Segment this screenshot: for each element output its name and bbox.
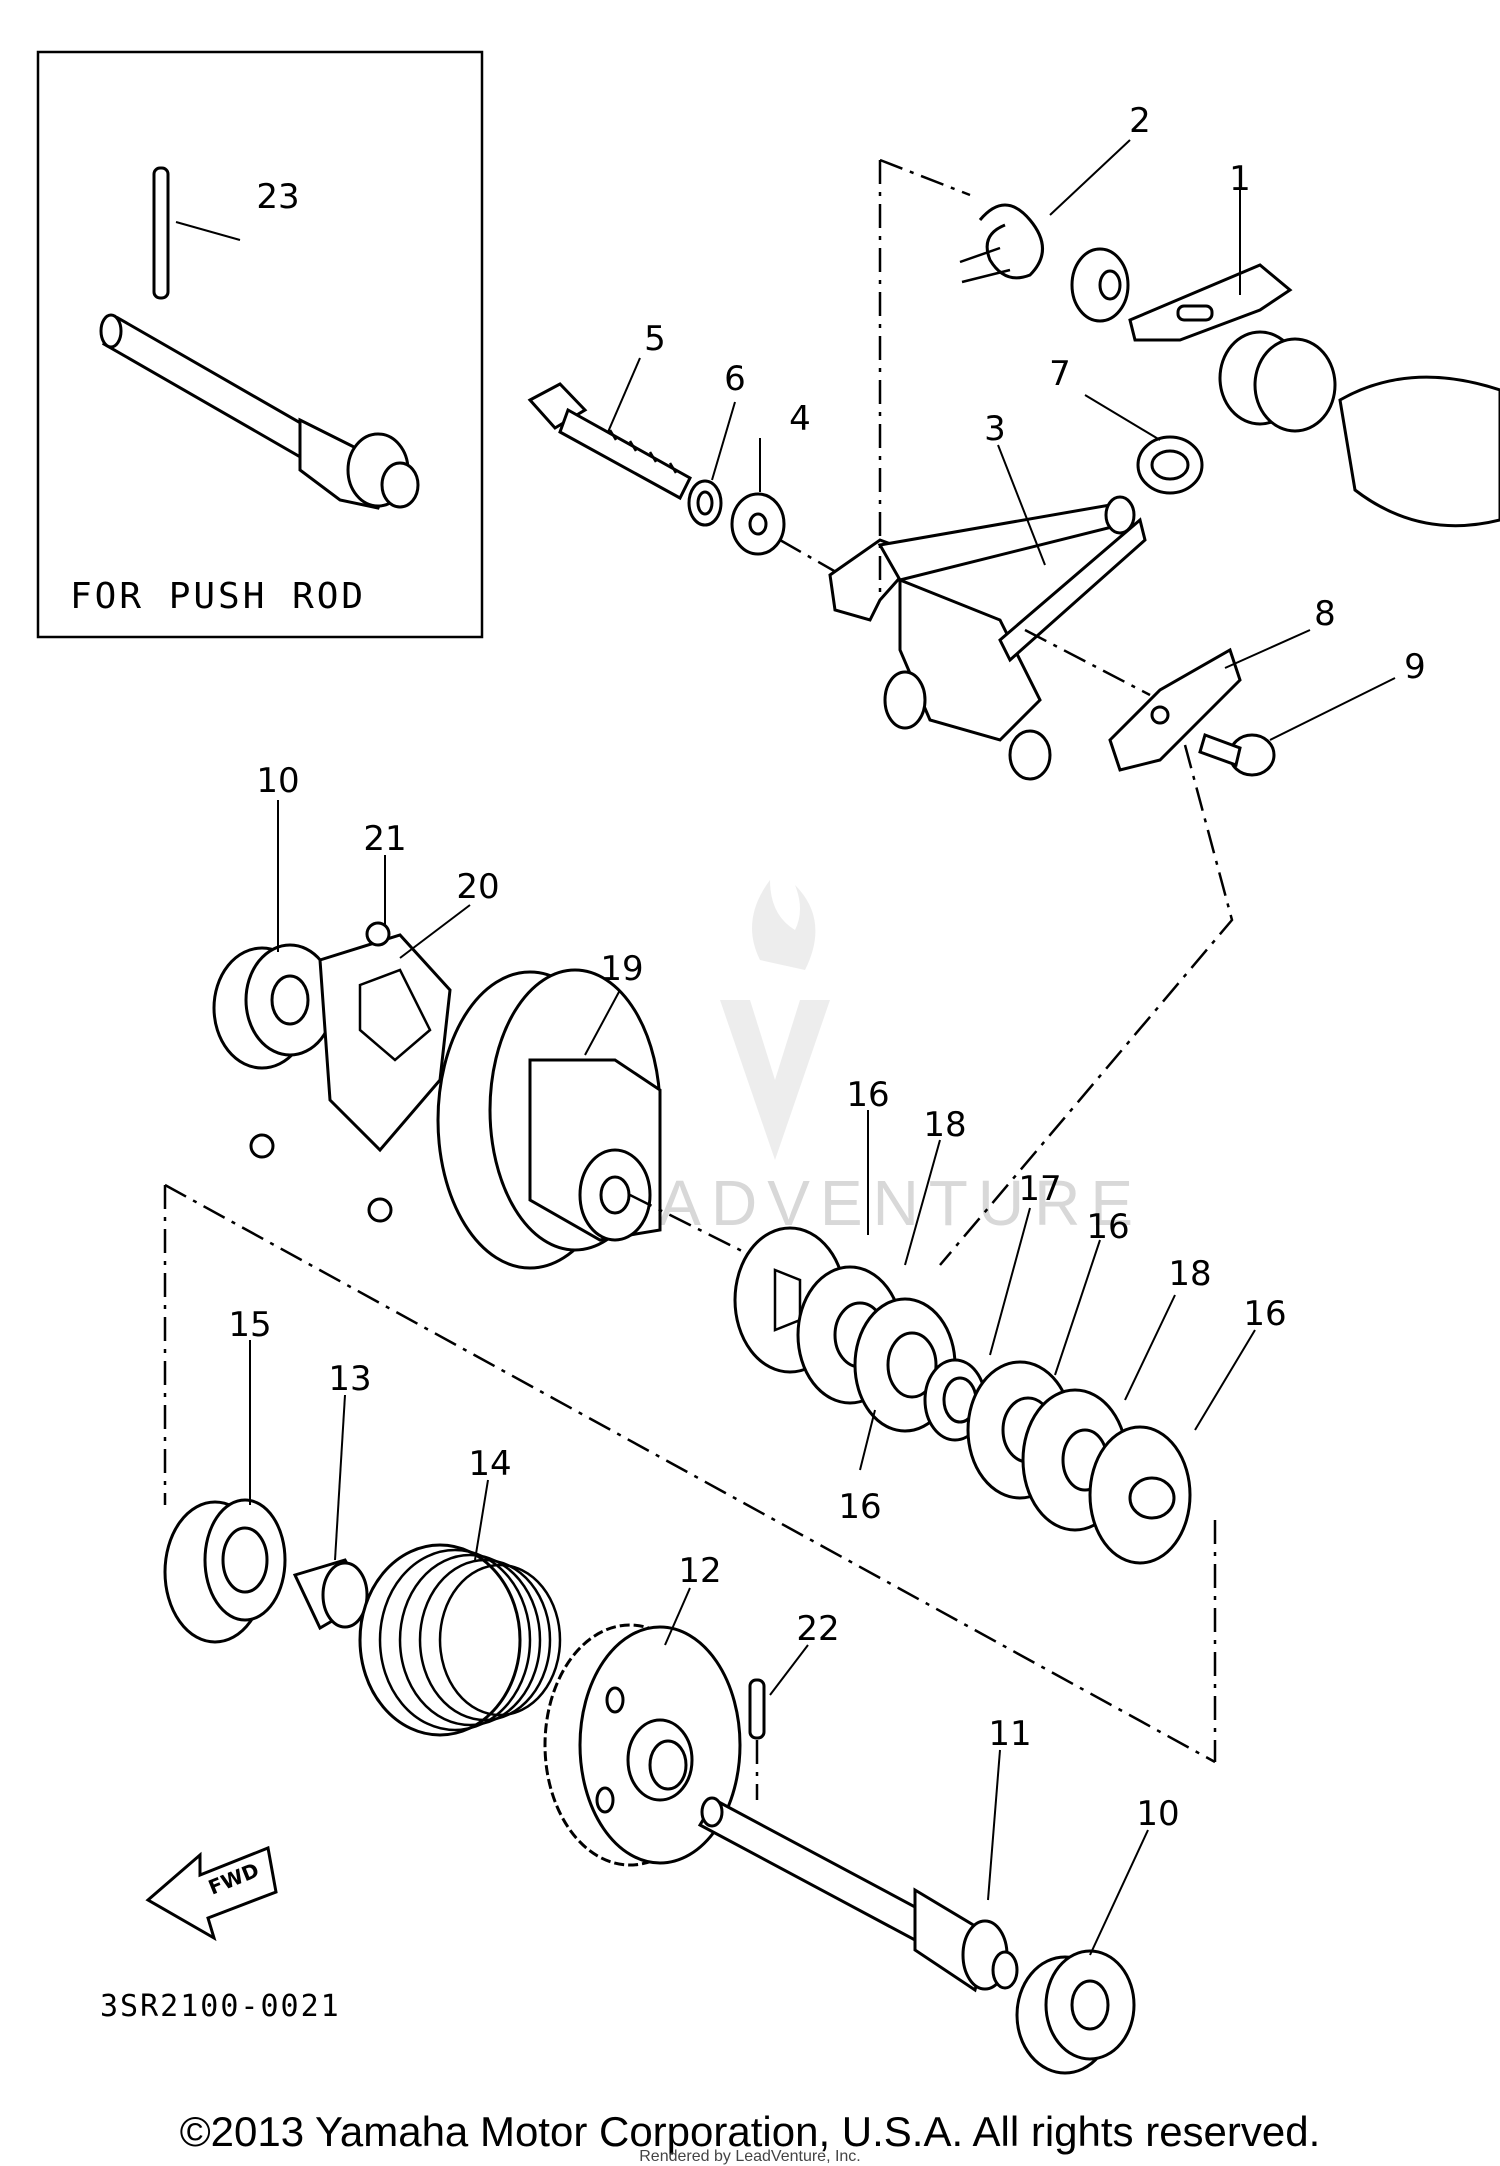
shift-lever-assembly [527,158,1500,1266]
callout-23: 23 [256,177,299,217]
diagram-code: 3SR2100-0021 [100,1989,341,2024]
callout-16-a: 16 [846,1075,889,1115]
callout-18-b: 18 [1168,1254,1211,1294]
callout-16-d: 16 [838,1487,881,1527]
watermark-logo [720,880,830,1160]
fwd-arrow-icon: FWD [145,1845,278,1942]
callout-17: 17 [1018,1169,1061,1209]
callout-19: 19 [600,949,643,989]
copyright-notice: ©2013 Yamaha Motor Corporation, U.S.A. A… [179,2108,1321,2155]
callout-8: 8 [1314,594,1336,634]
callout-16-c: 16 [1243,1294,1286,1334]
rendered-by-notice: Rendered by LeadVenture, Inc. [639,2148,861,2165]
callout-6: 6 [724,359,746,399]
callout-22: 22 [796,1609,839,1649]
callout-5: 5 [644,319,666,359]
inset-label: FOR PUSH ROD [70,576,366,617]
callout-4: 4 [789,399,811,439]
callout-15: 15 [228,1305,271,1345]
lower-assembly [163,1498,1136,2075]
callout-18-a: 18 [923,1105,966,1145]
callout-1: 1 [1229,159,1251,199]
callout-12: 12 [678,1551,721,1591]
callout-7: 7 [1049,354,1071,394]
callout-2: 2 [1129,101,1151,141]
callout-20: 20 [456,867,499,907]
callout-11: 11 [988,1714,1031,1754]
callout-21: 21 [363,819,406,859]
inset-box [36,50,484,639]
callout-14: 14 [468,1444,511,1484]
callout-10-top: 10 [256,761,299,801]
callout-3: 3 [984,409,1006,449]
callout-13: 13 [328,1359,371,1399]
callout-16-b: 16 [1086,1207,1129,1247]
cam-drum-assembly [212,921,662,1270]
callout-9: 9 [1404,647,1426,687]
plate-stack [629,1193,1192,1565]
callout-10-bottom: 10 [1136,1794,1179,1834]
